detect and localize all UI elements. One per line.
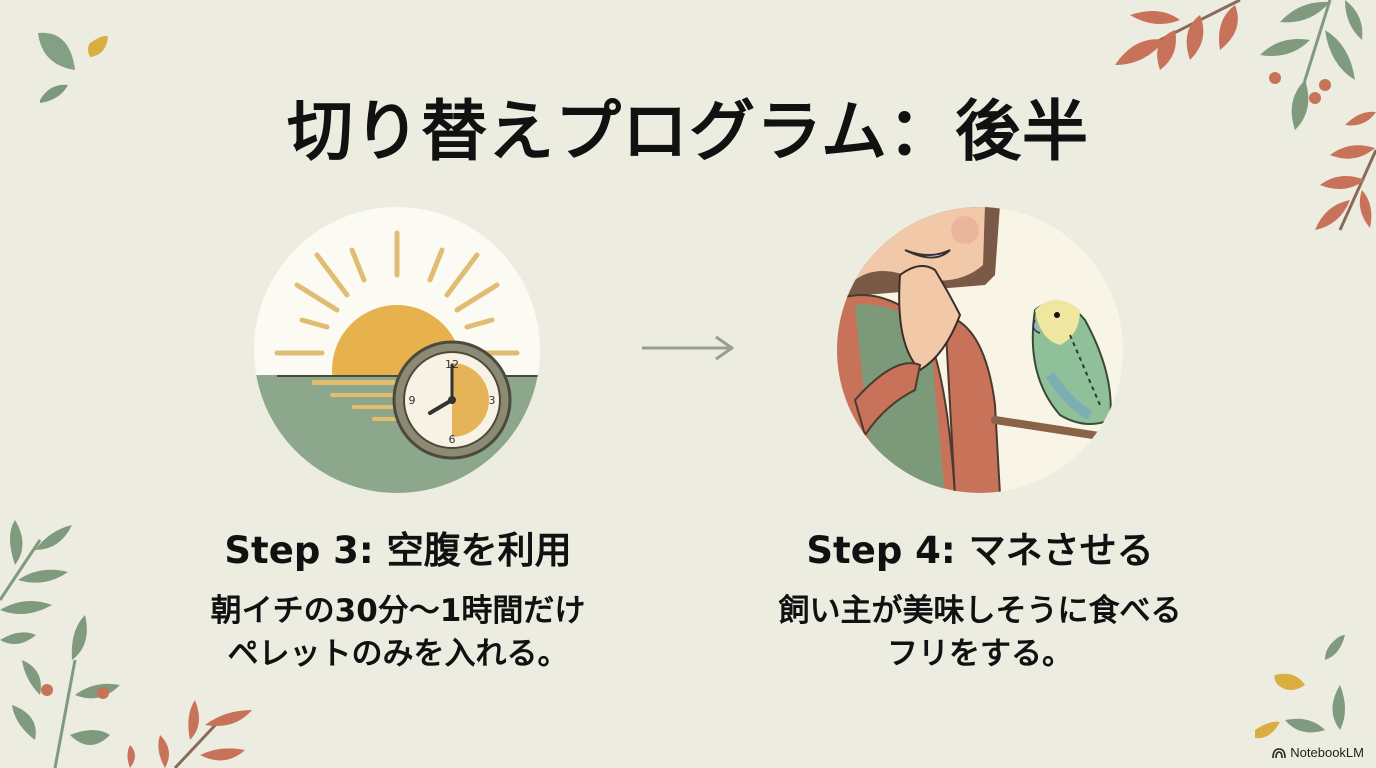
step-3-column: Step 3: 空腹を利用 朝イチの30分〜1時間だけ ペレットのみを入れる。 [138,0,658,768]
leaves-decoration-top-left [38,32,108,103]
sunrise-clock-illustration: 12 3 6 9 [254,207,540,493]
clock-number-6: 6 [449,433,456,446]
notebooklm-logo-icon [1272,747,1287,758]
step-3-desc-line-2: ペレットのみを入れる。 [227,636,569,672]
branding-label: NotebookLM [1290,745,1364,760]
clock-number-3: 3 [489,394,496,407]
step-4-desc-line-1: 飼い主が美味しそうに食べる [778,593,1182,629]
clock-number-9: 9 [409,394,416,407]
step-4-description: 飼い主が美味しそうに食べる フリをする。 [720,590,1240,676]
slide-title: 切り替えプログラム：後半 [286,93,1090,170]
right-arrow-icon [642,335,734,361]
step-3-title: Step 3: 空腹を利用 [224,529,572,572]
leaves-decoration-top-right [1115,0,1376,231]
leaves-decoration-bottom-left [0,520,252,768]
step-4-column: Step 4: マネさせる 飼い主が美味しそうに食べる フリをする。 [720,0,1240,768]
step-4-desc-line-2: フリをする。 [887,636,1073,672]
step-3-desc-line-1: 朝イチの30分〜1時間だけ [210,593,586,629]
notebooklm-branding: NotebookLM [1272,745,1364,760]
step-4-title: Step 4: マネさせる [806,529,1154,572]
step-3-description: 朝イチの30分〜1時間だけ ペレットのみを入れる。 [138,590,658,676]
leaves-decoration-bottom-right [1255,635,1345,739]
owner-eating-budgie-illustration [837,207,1123,493]
